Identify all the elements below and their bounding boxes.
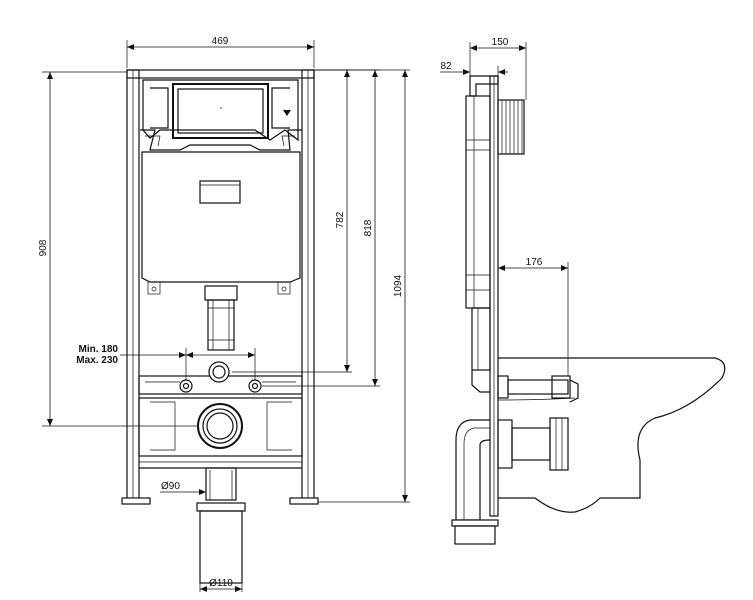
cistern-body [141, 151, 301, 295]
dimension-label-150: 150 [492, 37, 509, 48]
dimension-label-min-180: Min. 180 [79, 344, 119, 355]
side-flush-connector [497, 375, 579, 403]
dimension-label-82: 82 [440, 61, 452, 72]
side-dimensions: 150 82 176 [440, 37, 569, 376]
arrow-down-icon [283, 110, 291, 116]
dimension-label-818: 818 [363, 219, 374, 236]
side-flush-housing [497, 99, 525, 155]
flush-pipe [204, 285, 238, 351]
wc-pan-outline [498, 357, 726, 513]
frame-right-foot [289, 497, 319, 505]
dimension-label-469: 469 [212, 36, 229, 47]
frame-right-upright [301, 69, 315, 503]
frame-top-rail [126, 69, 315, 79]
dimension-label-908: 908 [38, 239, 49, 256]
drain-outlet [197, 403, 243, 449]
cistern-top [140, 79, 302, 151]
front-view [121, 69, 319, 584]
side-drain-connector [497, 417, 569, 471]
drain-pipe [196, 467, 246, 584]
fixing-bolt-left [179, 379, 193, 393]
frame-left-foot [121, 497, 151, 505]
side-flush-pipe [471, 307, 491, 393]
fixing-bolt-right [248, 379, 262, 393]
dimension-label-diam-90: Ø90 [161, 481, 180, 492]
dimension-label-max-230: Max. 230 [76, 355, 118, 366]
side-drain-elbow [451, 419, 499, 545]
dimension-label-diam-110: Ø110 [209, 578, 233, 589]
dimension-label-782: 782 [335, 211, 346, 228]
cistern-service-hatch [199, 180, 241, 204]
frame-left-upright [126, 69, 140, 503]
mounting-crossbar [138, 361, 303, 395]
side-view [451, 75, 726, 545]
flush-connector [208, 361, 230, 383]
dimension-label-1094: 1094 [393, 274, 404, 297]
side-cistern [465, 95, 491, 309]
dimension-label-176: 176 [526, 257, 543, 268]
flush-plate-opening [172, 83, 269, 139]
drain-bracket [138, 397, 303, 469]
front-dimensions: 469 908 782 818 1094 Min. 180 Max. 230 Ø… [38, 36, 410, 592]
